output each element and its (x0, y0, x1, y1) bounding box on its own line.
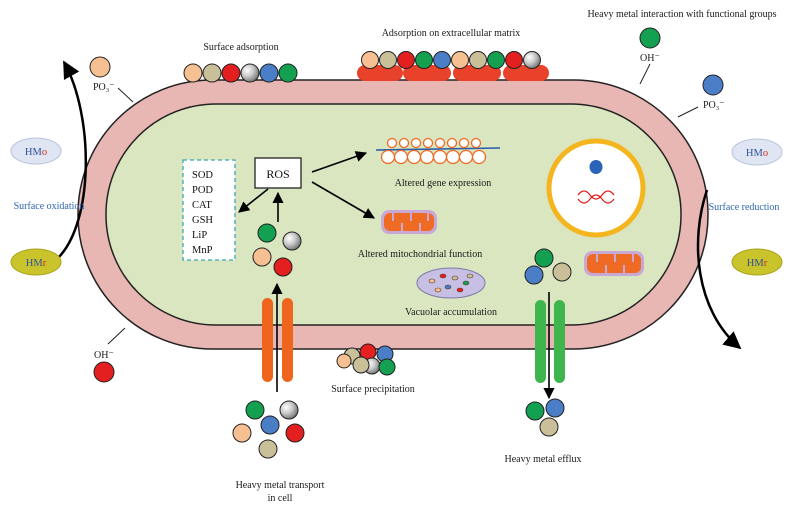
oh-bottom-bond (107, 327, 126, 345)
hm-oxidized-right (731, 138, 783, 166)
surface-adsorption-label: Surface adsorption (203, 42, 278, 53)
ion-blue-functional (702, 74, 724, 96)
efflux-label: Heavy metal efflux (504, 454, 581, 465)
po3-right-bond (677, 106, 699, 118)
ros-to-gene-arrow (311, 151, 368, 173)
ros-label: ROS (266, 167, 289, 181)
extracellular-matrix (357, 65, 549, 81)
po3-right-label: PO₃⁻ (703, 100, 725, 111)
transport-label-line1: Heavy metal transport (236, 480, 325, 491)
oh-top-bond (639, 63, 651, 85)
gene-expression-icon (375, 137, 501, 165)
transport-label-line2: in cell (268, 493, 293, 504)
mitochondria-right-icon (584, 251, 644, 276)
enzyme-lip: LiP (192, 230, 207, 241)
ros-box (254, 157, 302, 189)
nucleus-organelle (546, 138, 646, 238)
mitochondrial-label: Altered mitochondrial function (358, 249, 482, 260)
intracellular-ions (252, 223, 302, 277)
reduction-arc-arrow (696, 189, 742, 350)
vacuole-icon (416, 267, 486, 299)
hm-reduced-right-text: HMr (747, 258, 768, 269)
enzyme-gsh: GSH (192, 215, 213, 226)
influx-transporter (262, 298, 293, 382)
hm-oxidized-right-text: HMo (746, 148, 768, 159)
matrix-ions (361, 51, 541, 69)
enzyme-pod: POD (192, 185, 213, 196)
surface-reduction-label: Surface reduction (709, 202, 780, 213)
enzyme-mnp: MnP (192, 245, 213, 256)
hm-oxidized-left (10, 137, 62, 165)
oh-top-label: OH⁻ (640, 53, 660, 64)
enzyme-sod: SOD (192, 170, 213, 181)
enzyme-cat: CAT (192, 200, 212, 211)
transport-ions-outside (232, 400, 305, 459)
gene-expression-label: Altered gene expression (395, 178, 492, 189)
efflux-transporter (535, 300, 565, 383)
extracellular-matrix-label: Adsorption on extracellular matrix (382, 28, 521, 39)
ros-to-enzymes-arrow (238, 188, 269, 213)
ion-red-oh (93, 361, 115, 383)
vacuolar-label: Vacuolar accumulation (405, 307, 497, 318)
oxidation-arc-arrow (57, 60, 88, 259)
efflux-ions-inside (524, 248, 572, 285)
antioxidant-enzyme-box (182, 159, 236, 261)
hm-reduced-right (731, 248, 783, 276)
ion-green-functional (639, 27, 661, 49)
po3-left-label: PO₃⁻ (93, 82, 115, 93)
surface-precipitation-label: Surface precipitation (331, 384, 415, 395)
hm-oxidized-left-text: HMo (25, 147, 47, 158)
hm-reduced-left-text: HMr (26, 258, 47, 269)
efflux-ions-outside (525, 398, 565, 437)
functional-groups-label: Heavy metal interaction with functional … (587, 9, 776, 20)
surface-adsorption-ions (183, 63, 298, 83)
po3-left-bond (117, 87, 134, 103)
surface-oxidation-label: Surface oxidation (14, 201, 85, 212)
precipitation-ions (336, 343, 396, 376)
mitochondria-icon (381, 210, 437, 234)
hm-reduced-left (10, 248, 62, 276)
ros-to-mito-arrow (311, 181, 375, 219)
oh-bottom-label: OH⁻ (94, 350, 114, 361)
ion-peach-po3 (89, 56, 111, 78)
